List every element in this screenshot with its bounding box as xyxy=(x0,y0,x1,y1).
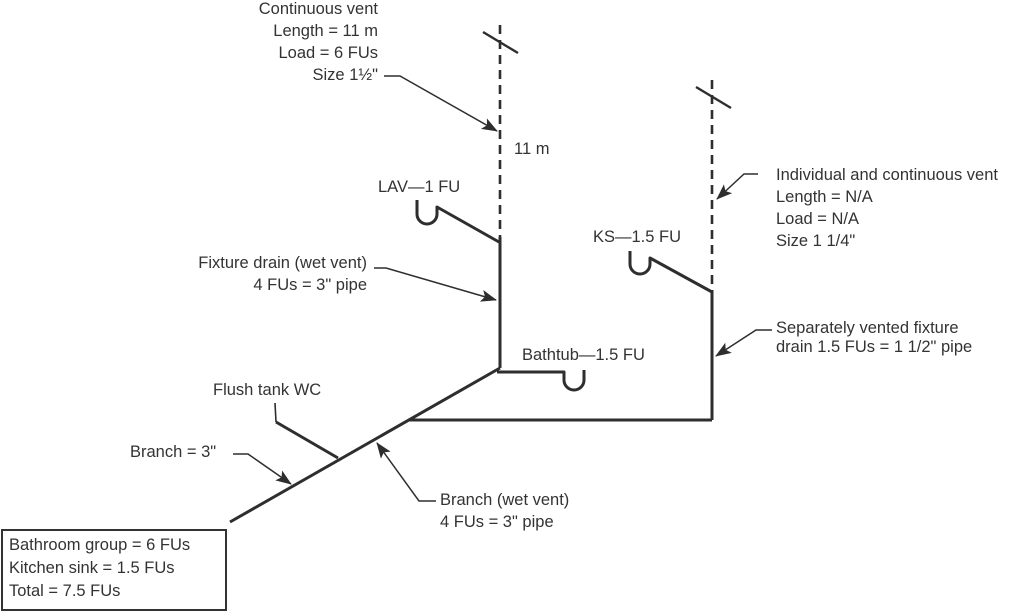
flush-tank-wc-leader xyxy=(274,402,277,423)
summary-total: Total = 7.5 FUs xyxy=(9,582,121,600)
summary-bathroom-group: Bathroom group = 6 FUs xyxy=(9,536,191,554)
left-pipe-break-symbol xyxy=(482,30,519,55)
right-pipe-break-symbol xyxy=(695,85,732,110)
fixture-drain-label-line2: 4 FUs = 3" pipe xyxy=(253,276,367,294)
continuous-vent-label-line1: Continuous vent xyxy=(258,0,378,18)
individual-vent-label-line1: Individual and continuous vent xyxy=(776,166,998,184)
individual-vent-label-line4: Size 1 1/4" xyxy=(776,232,856,250)
continuous-vent-arrow xyxy=(384,75,498,132)
summary-kitchen-sink: Kitchen sink = 1.5 FUs xyxy=(9,559,175,577)
flush-tank-wc-drain xyxy=(275,420,339,460)
separately-vented-arrow xyxy=(715,329,772,357)
ks-trap-and-drain xyxy=(628,251,713,294)
continuous-vent-label-line2: Length = 11 m xyxy=(273,22,378,40)
bathtub-label: Bathtub—1.5 FU xyxy=(522,346,645,364)
individual-vent-label-line3: Load = N/A xyxy=(776,210,860,228)
fixture-drain-label-line1: Fixture drain (wet vent) xyxy=(198,254,367,272)
lav-trap-and-drain xyxy=(415,200,500,244)
branch-diagonal-line xyxy=(229,366,501,524)
continuous-vent-label-line3: Load = 6 FUs xyxy=(278,44,378,62)
separately-vented-label-line1: Separately vented fixture xyxy=(776,319,959,337)
separately-vented-label: Separately vented fixture drain 1.5 FUs … xyxy=(776,319,972,357)
individual-vent-label: Individual and continuous vent Length = … xyxy=(776,164,998,252)
flush-tank-wc-label: Flush tank WC xyxy=(213,381,322,399)
branch-wet-vent-arrow xyxy=(376,442,436,502)
continuous-vent-label-line4: Size 1½" xyxy=(312,66,378,84)
separately-vented-label-line2: drain 1.5 FUs = 1 1/2" pipe xyxy=(776,338,973,356)
fixture-drain-label: Fixture drain (wet vent) 4 FUs = 3" pipe xyxy=(198,252,367,296)
continuous-vent-label: Continuous vent Length = 11 m Load = 6 F… xyxy=(259,0,378,86)
branch-wet-vent-label: Branch (wet vent) 4 FUs = 3" pipe xyxy=(440,489,569,533)
individual-vent-arrow xyxy=(716,173,758,200)
fixture-drain-arrow xyxy=(374,267,497,302)
bathtub-trap-and-drain xyxy=(497,370,586,392)
branch-size-label: Branch = 3" xyxy=(130,443,217,461)
lav-label: LAV—1 FU xyxy=(378,178,461,196)
branch-size-arrow xyxy=(233,453,292,485)
branch-wet-vent-label-line2: 4 FUs = 3" pipe xyxy=(440,513,554,531)
load-summary-box: Bathroom group = 6 FUs Kitchen sink = 1.… xyxy=(1,529,227,611)
branch-wet-vent-label-line1: Branch (wet vent) xyxy=(440,491,570,509)
distance-label: 11 m xyxy=(514,140,550,158)
individual-vent-label-line2: Length = N/A xyxy=(776,188,873,206)
ks-label: KS—1.5 FU xyxy=(593,228,682,246)
